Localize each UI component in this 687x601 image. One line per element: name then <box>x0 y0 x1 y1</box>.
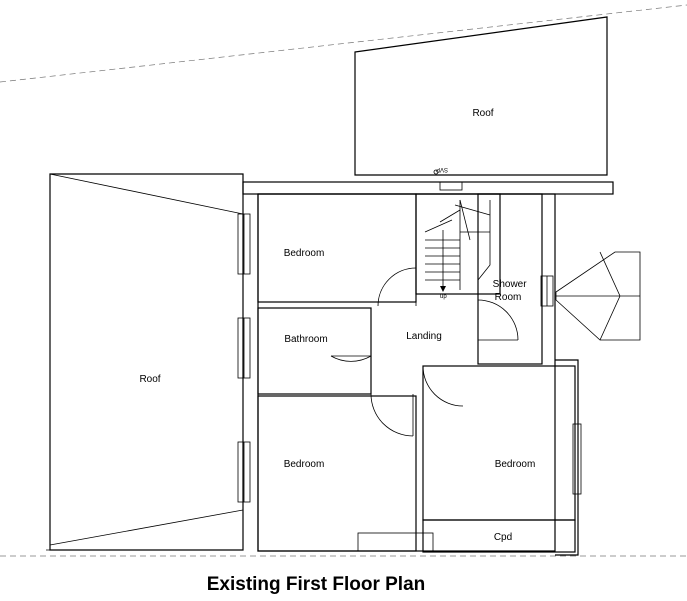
label-shower-room-line2: Room <box>495 292 522 303</box>
label-roof-top: Roof <box>472 108 493 119</box>
label-bedroom-top-left: Bedroom <box>284 248 325 259</box>
bathroom-walls <box>257 307 372 395</box>
door-swings <box>330 267 519 437</box>
label-roof-left: Roof <box>139 374 160 385</box>
stair-arrow-head <box>440 286 446 292</box>
roof-right-hip-a <box>599 251 621 297</box>
doorstep-bottom <box>357 532 434 552</box>
shower-room-walls <box>477 193 543 365</box>
bedroom-bottom-left-walls <box>257 395 417 552</box>
label-svp: SVP <box>436 166 448 172</box>
boundary-line-top <box>0 4 687 83</box>
label-stair-up: up <box>440 294 447 300</box>
shower-partition <box>477 200 491 294</box>
label-bathroom: Bathroom <box>284 334 327 345</box>
right-wing-outline <box>555 359 579 556</box>
label-shower-room-line1: Shower <box>493 279 528 290</box>
roof-left-hip-bottom <box>49 509 244 546</box>
cupboard-walls <box>422 519 576 553</box>
bedroom-top-left-walls <box>257 193 417 303</box>
label-shower-room: Shower Room <box>493 279 530 303</box>
label-bedroom-bottom-right: Bedroom <box>495 459 536 470</box>
stair-treads <box>424 199 491 290</box>
roof-left-hip-top <box>49 173 244 215</box>
roof-right-hip-b <box>599 295 621 341</box>
roof-left-outline <box>49 173 244 551</box>
bedroom-bottom-right-walls <box>422 365 576 521</box>
roof-right-outline <box>555 251 641 341</box>
windows-right <box>439 181 582 495</box>
label-landing: Landing <box>406 331 442 342</box>
label-cpd: Cpd <box>494 532 512 543</box>
roof-top-outline <box>354 16 608 176</box>
plan-title: Existing First Floor Plan <box>206 574 426 595</box>
label-bedroom-bottom-left: Bedroom <box>284 459 325 470</box>
stair-enclosure <box>415 193 501 295</box>
windows-left <box>237 213 251 503</box>
svp-marker <box>433 169 439 175</box>
outer-wall-top-strip <box>242 181 614 195</box>
